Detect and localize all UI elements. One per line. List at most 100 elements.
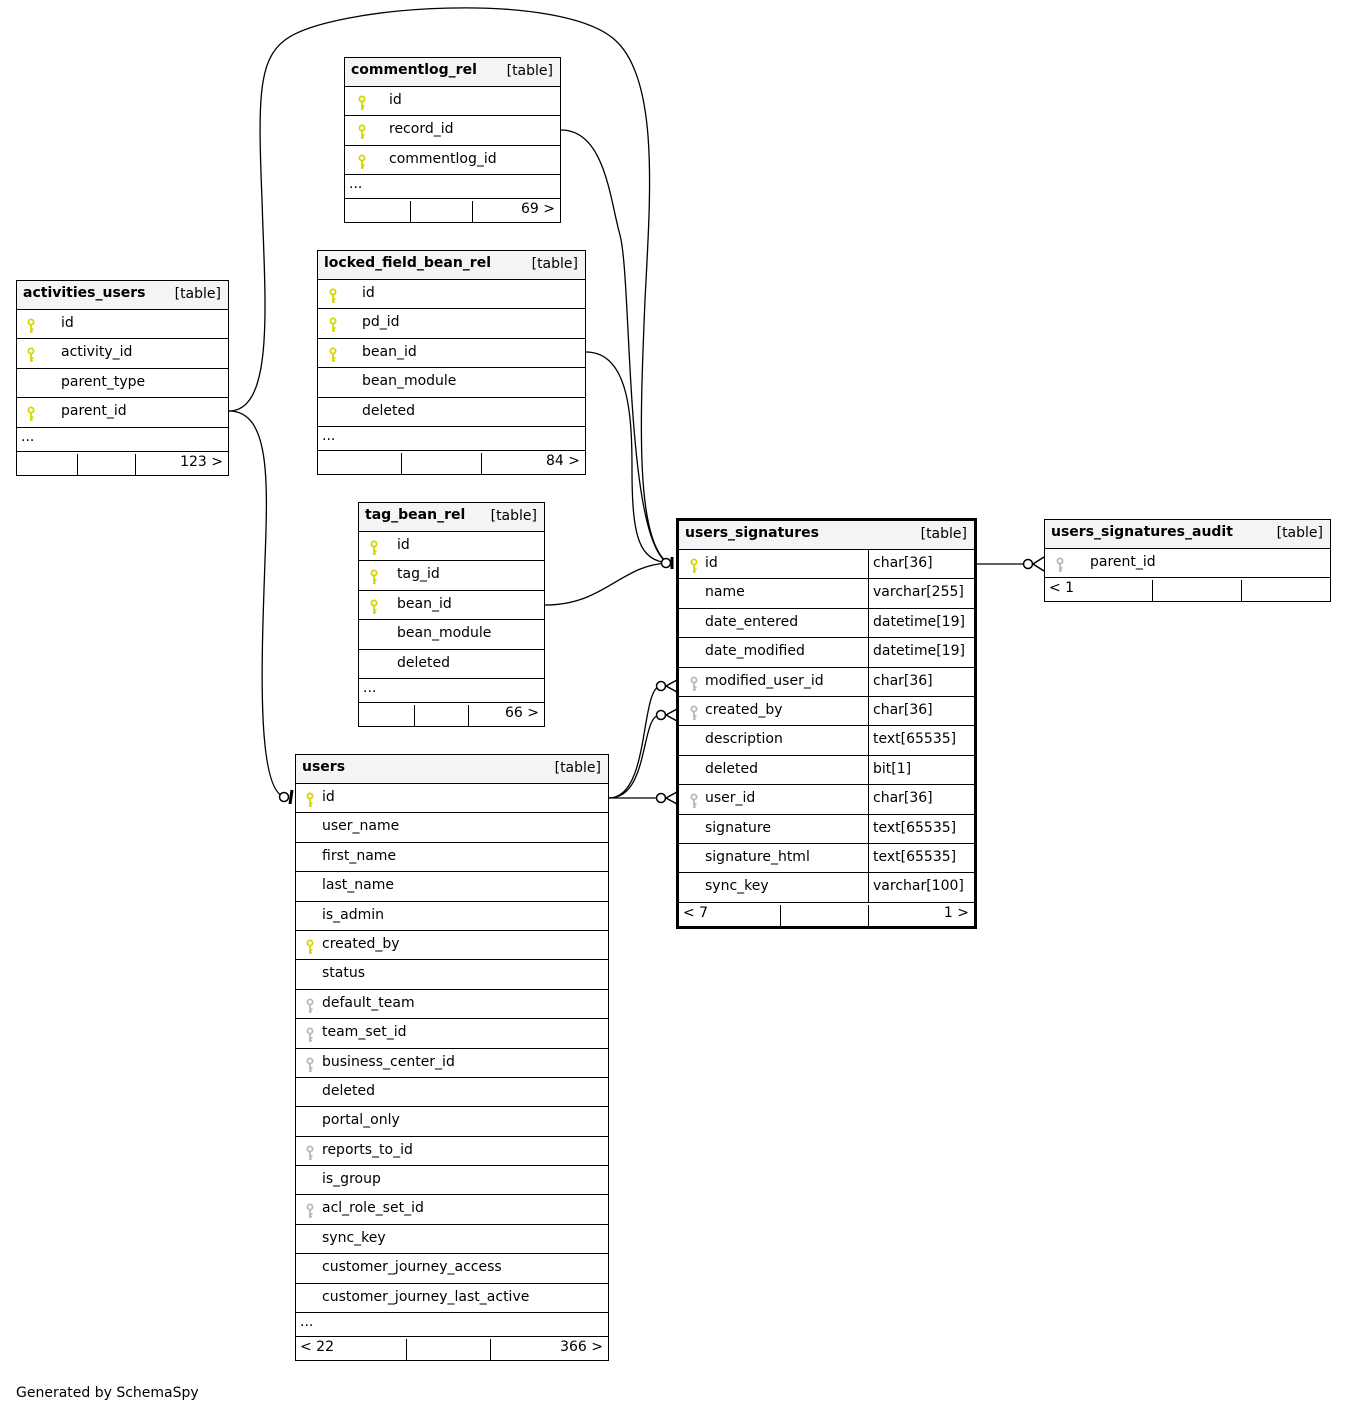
table-header[interactable]: tag_bean_rel[table] [359, 503, 544, 532]
column-row[interactable]: default_team [296, 990, 608, 1020]
column-row[interactable]: activity_id [17, 339, 228, 369]
column-type-cell: varchar[100] [868, 873, 974, 902]
column-row[interactable]: business_center_id [296, 1049, 608, 1078]
column-row[interactable]: parent_id [1045, 549, 1330, 579]
column-row[interactable]: acl_role_set_id [296, 1195, 608, 1225]
table-type-label: [table] [920, 526, 967, 542]
column-name: customer_journey_last_active [322, 1288, 530, 1305]
column-name: portal_only [322, 1112, 400, 1129]
primary-key-icon [329, 288, 337, 304]
column-row[interactable]: pd_id [318, 309, 585, 339]
column-row[interactable]: user_name [296, 813, 608, 843]
column-row[interactable]: last_name [296, 872, 608, 902]
column-row[interactable]: record_id [345, 116, 560, 146]
column-row[interactable]: deleted [296, 1078, 608, 1108]
parents-count[interactable]: < 22 [300, 1339, 334, 1356]
column-row[interactable]: id [17, 310, 228, 340]
column-row[interactable]: portal_only [296, 1107, 608, 1137]
column-row[interactable]: reports_to_id [296, 1137, 608, 1167]
column-row[interactable]: parent_type [17, 369, 228, 399]
column-name: id [397, 537, 410, 553]
edge-activities-users_signatures [228, 7, 669, 564]
more-columns[interactable]: ... [318, 427, 585, 451]
more-columns[interactable]: ... [17, 428, 228, 452]
column-name: status [322, 965, 366, 982]
column-row[interactable]: first_name [296, 843, 608, 873]
more-columns[interactable]: ... [296, 1313, 608, 1338]
children-count[interactable]: 66 > [505, 704, 539, 721]
parents-count[interactable]: < 1 [1049, 580, 1075, 597]
column-row[interactable]: id [296, 784, 608, 814]
column-name: id [61, 315, 74, 331]
column-row[interactable]: id [345, 87, 560, 117]
children-count[interactable]: 123 > [180, 453, 223, 470]
column-row[interactable]: parent_id [17, 398, 228, 428]
column-row[interactable]: commentlog_id [345, 146, 560, 176]
column-row[interactable]: is_admin [296, 902, 608, 931]
table-footer: 123 > [17, 452, 228, 475]
column-row[interactable]: id [318, 280, 585, 310]
table-name: activities_users [23, 285, 146, 301]
column-row[interactable]: customer_journey_last_active [296, 1284, 608, 1314]
column-row[interactable]: bean_id [318, 339, 585, 369]
column-type: datetime[19] [873, 613, 965, 630]
more-columns[interactable]: ... [359, 679, 544, 703]
column-row[interactable]: bean_module [359, 620, 544, 650]
table-header[interactable]: activities_users[table] [17, 281, 228, 310]
column-type-cell: text[65535] [868, 814, 974, 843]
column-row[interactable]: bean_module [318, 368, 585, 398]
column-row[interactable]: is_group [296, 1166, 608, 1196]
ellipsis: ... [349, 176, 363, 193]
children-count[interactable]: 1 > [943, 904, 969, 921]
column-row[interactable]: customer_journey_access [296, 1254, 608, 1284]
column-row[interactable]: created_by [296, 931, 608, 961]
table-commentlog-rel[interactable]: commentlog_rel[table]id record_id commentl… [344, 57, 561, 224]
ellipsis: ... [363, 679, 377, 696]
column-name: deleted [362, 402, 415, 419]
column-row[interactable]: deleted [318, 398, 585, 427]
column-row[interactable]: bean_id [359, 591, 544, 621]
foreign-key-icon [690, 793, 698, 809]
column-type-cell: datetime[19] [868, 638, 974, 667]
parents-count[interactable]: < 7 [683, 904, 709, 921]
column-name: record_id [389, 121, 454, 138]
column-row[interactable]: id [359, 532, 544, 562]
column-row[interactable]: tag_id [359, 561, 544, 591]
column-name: activity_id [61, 344, 133, 361]
column-type-cell: char[36] [868, 667, 974, 696]
table-header[interactable]: locked_field_bean_rel[table] [318, 251, 585, 280]
table-header[interactable]: users[table] [296, 755, 608, 784]
column-row[interactable]: status [296, 960, 608, 990]
table-header[interactable]: users_signatures_audit[table] [1045, 520, 1330, 549]
table-header[interactable]: commentlog_rel[table] [345, 58, 560, 87]
column-name: default_team [322, 994, 415, 1011]
column-row[interactable]: team_set_id [296, 1019, 608, 1049]
edge-commentlog-users_signatures [560, 129, 669, 564]
column-row[interactable]: sync_key [296, 1225, 608, 1255]
foreign-key-icon [306, 1027, 314, 1043]
column-row[interactable]: deleted [359, 650, 544, 679]
children-count[interactable]: 84 > [546, 452, 580, 469]
children-count[interactable]: 366 > [560, 1339, 603, 1356]
more-columns[interactable]: ... [345, 175, 560, 200]
children-count[interactable]: 69 > [521, 201, 555, 218]
table-users-signatures-audit[interactable]: users_signatures_audit[table]parent_id< … [1044, 519, 1331, 603]
table-header[interactable]: users_signatures[table] [679, 521, 974, 550]
